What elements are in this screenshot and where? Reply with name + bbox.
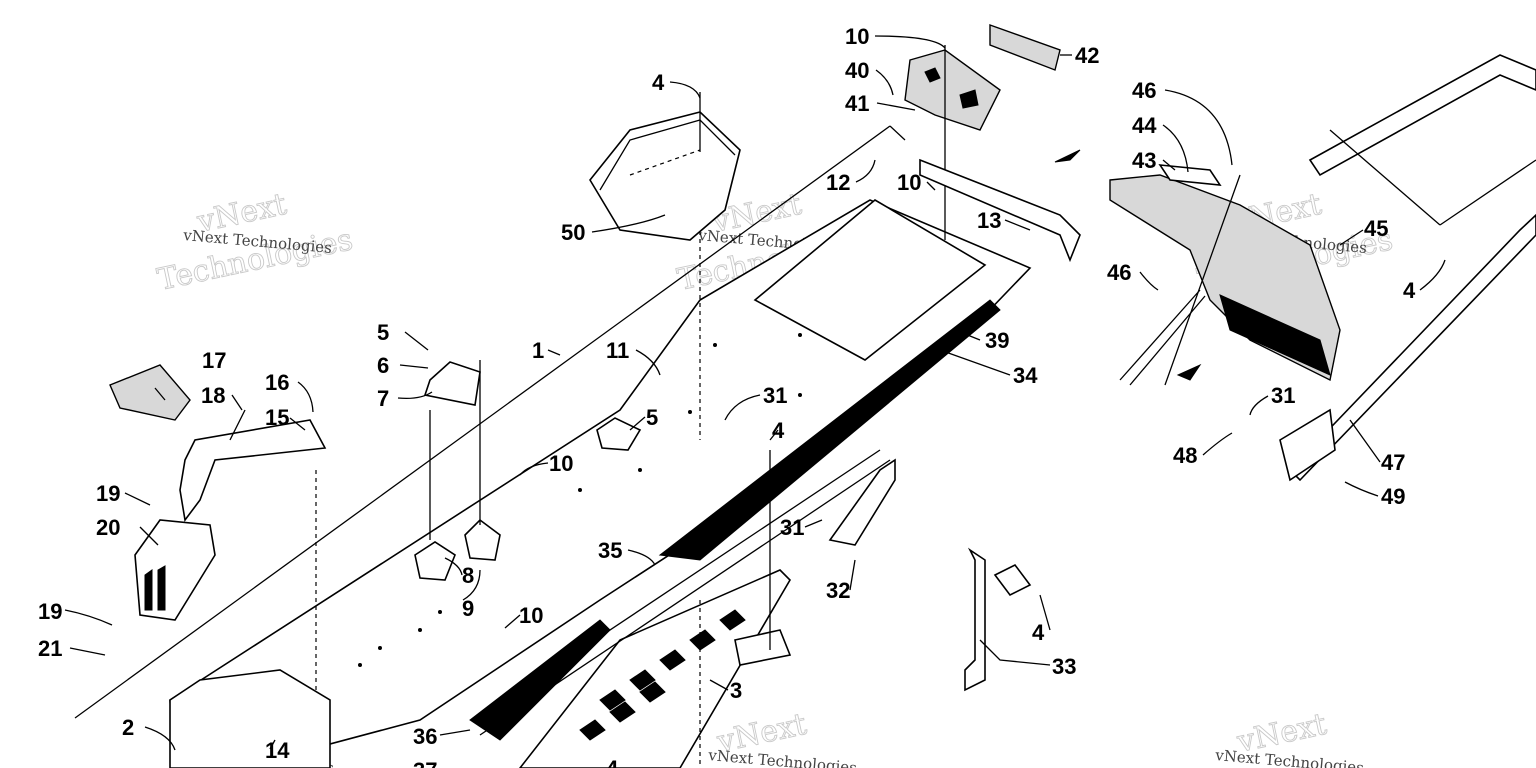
callout-13: 13 [977,208,1001,233]
callout-35: 35 [598,538,622,563]
callout-11: 11 [606,338,629,363]
callout-5: 5 [377,320,389,345]
callout-20: 20 [96,515,120,540]
watermark-left: vNext Technologies vNext Technologies [154,186,356,298]
callout-18: 18 [201,383,225,408]
callout-43: 43 [1132,148,1156,173]
callout-45: 45 [1364,216,1388,241]
callout-6: 6 [377,353,389,378]
callout-50: 50 [561,220,585,245]
tunnel-assembly [74,125,1032,768]
callout-47: 47 [1381,450,1405,475]
svg-text:vNext Technologies: vNext Technologies [707,746,858,768]
rear-bumper-parts [904,24,1061,240]
hand-grip-assembly [109,364,327,621]
callout-44: 44 [1132,113,1157,138]
callout-39: 39 [985,328,1009,353]
tunnel-brace-part [919,158,1081,263]
tunnel-holes [358,333,802,667]
watermark-bottom-right: vNext vNext Technologies [1214,706,1365,768]
callout-labels: 10 42 40 41 4 46 44 43 12 10 13 50 45 46… [38,24,1416,768]
callout-8: 8 [462,563,474,588]
callout-46: 46 [1107,260,1131,285]
callout-19: 19 [96,481,120,506]
callout-21: 21 [38,636,62,661]
callout-9: 9 [462,596,474,621]
callout-37: 37 [413,758,437,768]
callout-14: 14 [265,738,290,763]
rear-bumper-frame-part [1279,54,1536,482]
callout-10: 10 [845,24,869,49]
callout-19: 19 [38,599,62,624]
callout-33: 33 [1052,654,1076,679]
callout-48: 48 [1173,443,1197,468]
watermark-bottom-center: vNext vNext Technologies [707,706,858,768]
callout-4: 4 [772,418,785,443]
callout-3: 3 [730,678,742,703]
callout-4: 4 [652,70,665,95]
callout-12: 12 [826,170,850,195]
callout-5: 5 [646,405,658,430]
callout-41: 41 [845,91,869,116]
running-board-cutouts [579,609,746,741]
callout-46: 46 [1132,78,1156,103]
callout-17: 17 [202,348,226,373]
callout-10: 10 [897,170,921,195]
callout-7: 7 [377,386,389,411]
seat-pad-part [589,92,741,241]
callout-31: 31 [763,383,787,408]
callout-16: 16 [265,370,289,395]
callout-4: 4 [1403,278,1416,303]
callout-34: 34 [1013,363,1038,388]
callout-15: 15 [265,405,289,430]
callout-42: 42 [1075,43,1099,68]
callout-10: 10 [519,603,543,628]
callout-31: 31 [1271,383,1295,408]
callout-32: 32 [826,578,850,603]
leader-lines [64,35,1446,751]
callout-31: 31 [780,515,804,540]
callout-2: 2 [122,715,134,740]
snowflap-assembly [1054,149,1341,386]
callout-49: 49 [1381,484,1405,509]
callout-4: 4 [1032,620,1045,645]
callout-4: 4 [606,756,619,768]
callout-40: 40 [845,58,869,83]
callout-10: 10 [549,451,573,476]
callout-1: 1 [532,338,544,363]
callout-36: 36 [413,724,437,749]
small-brackets [414,360,1032,692]
